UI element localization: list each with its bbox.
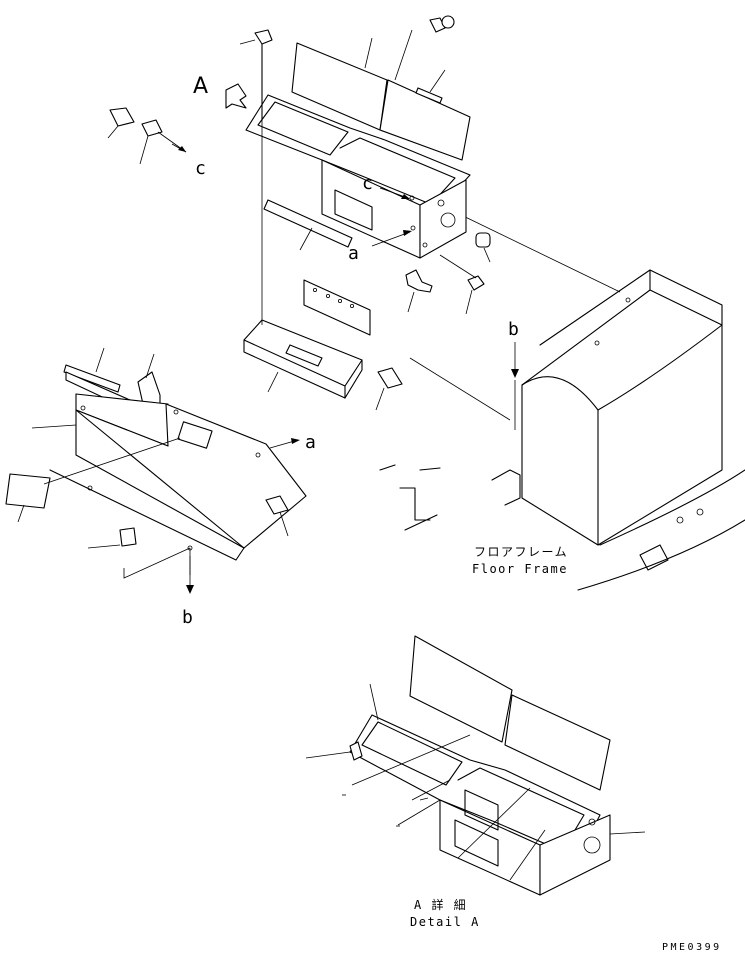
detail-a-label-jp: A 詳 細 bbox=[414, 897, 467, 912]
ref-c-label-left: c bbox=[195, 158, 206, 179]
detail-a-drawing bbox=[305, 635, 646, 896]
left-panel bbox=[5, 342, 519, 594]
ref-b-label-frame: b bbox=[508, 319, 519, 340]
upper-bracket-assembly bbox=[107, 15, 491, 315]
floor-frame-label-jp: フロアフレーム bbox=[474, 545, 568, 559]
floor-frame-drawing bbox=[379, 211, 745, 591]
ref-a-label-upper: a bbox=[348, 243, 359, 264]
ref-a-label-panel: a bbox=[305, 432, 316, 453]
middle-bracket bbox=[243, 120, 403, 411]
ref-c-label-upper: c bbox=[362, 173, 373, 194]
view-a-label: A bbox=[193, 74, 208, 99]
drawing-code: PME0399 bbox=[662, 942, 722, 953]
detail-a-label-en: Detail A bbox=[410, 915, 480, 929]
ref-b-label-panel: b bbox=[182, 607, 193, 628]
floor-frame-label-en: Floor Frame bbox=[472, 562, 568, 576]
